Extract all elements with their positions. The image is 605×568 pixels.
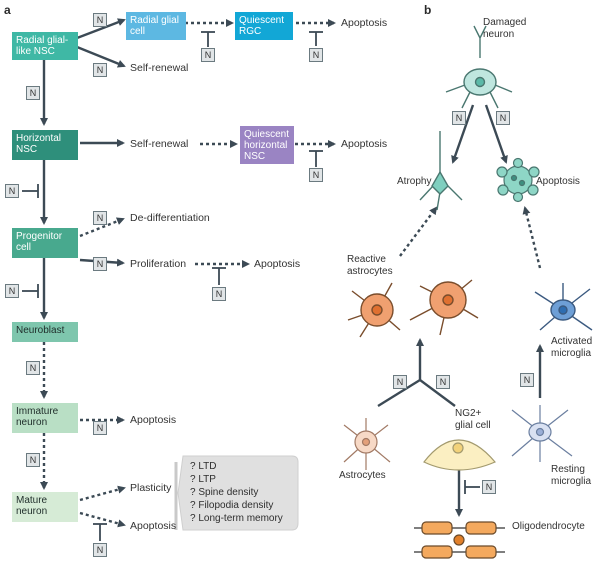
label-apoptosis-horizontal: Apoptosis: [341, 138, 388, 150]
n-marker: N: [309, 48, 323, 62]
plasticity-item-ltd: ? LTD: [190, 461, 217, 472]
n-marker: N: [26, 361, 40, 375]
dotted-reactive-to-atrophy: [399, 206, 438, 257]
n-marker: N: [436, 375, 450, 389]
label-proliferation: Proliferation: [130, 258, 187, 270]
arrow-rgl-to-radial: [76, 18, 126, 40]
box-progenitor-cell: Progenitor cell: [12, 228, 78, 258]
plasticity-item-spine-density: ? Spine density: [190, 487, 259, 498]
dotted-progenitor-to-dedifferentiation: [79, 217, 125, 238]
label-oligodendrocyte: Oligodendrocyte: [512, 521, 585, 532]
damaged-neuron-icon: [445, 25, 513, 109]
line-ng2-merge: [419, 379, 456, 407]
box-mature-neuron: Mature neuron: [12, 492, 78, 522]
n-marker: N: [93, 421, 107, 435]
ng2-glial-cell-icon: [423, 439, 496, 471]
box-neuroblast: Neuroblast: [12, 322, 78, 342]
arrow-damaged-to-atrophy: [451, 104, 475, 164]
n-marker: N: [520, 373, 534, 387]
n-marker: N: [309, 168, 323, 182]
resting-microglia-icon: [511, 405, 573, 462]
dotted-microglia-to-apoptosis: [522, 206, 542, 269]
n-marker: N: [212, 287, 226, 301]
panel-b-label: b: [424, 3, 432, 17]
n-marker: N: [93, 211, 107, 225]
arrow-rgl-to-selfrenewal: [76, 45, 126, 68]
n-marker: N: [93, 13, 107, 27]
panel-a-label: a: [4, 3, 11, 17]
astrocytes-icon: [343, 418, 391, 470]
oligodendrocyte-icon: [414, 521, 505, 559]
box-horizontal-nsc: Horizontal NSC: [12, 130, 78, 160]
n-marker: N: [26, 86, 40, 100]
label-damaged-neuron: Damaged neuron: [483, 17, 527, 40]
apoptotic-neuron-icon: [496, 157, 540, 203]
label-apoptosis-mature: Apoptosis: [130, 520, 177, 532]
reactive-astrocytes-icon: [347, 279, 479, 338]
box-radial-glial-cell: Radial glial cell: [126, 12, 186, 40]
box-immature-neuron: Immature neuron: [12, 403, 78, 433]
box-radial-glial-like-nsc: Radial glial- like NSC: [12, 32, 78, 60]
box-quiescent-rgc: Quiescent RGC: [235, 12, 293, 40]
plasticity-item-filopodia-density: ? Filopodia density: [190, 500, 274, 511]
dotted-mature-to-plasticity: [79, 485, 126, 502]
label-activated-microglia: Activated microglia: [551, 336, 593, 359]
label-astrocytes: Astrocytes: [339, 470, 386, 481]
n-marker: N: [5, 184, 19, 198]
label-self-renewal-rgl: Self-renewal: [130, 62, 189, 74]
n-marker: N: [93, 63, 107, 77]
line-astro-merge: [377, 378, 421, 408]
arrow-damaged-to-apoptosis: [484, 104, 508, 164]
n-marker: N: [5, 284, 19, 298]
box-quiescent-horizontal-nsc: Quiescent horizontal NSC: [240, 126, 294, 164]
label-self-renewal-horizontal: Self-renewal: [130, 138, 189, 150]
label-atrophy: Atrophy: [397, 176, 432, 187]
label-apoptosis-proliferation: Apoptosis: [254, 258, 301, 270]
dotted-mature-to-apoptosis: [79, 511, 126, 528]
n-marker: N: [93, 257, 107, 271]
n-marker: N: [93, 543, 107, 557]
label-ng2-glial-cell: NG2+ glial cell: [455, 408, 491, 431]
n-marker: N: [201, 48, 215, 62]
label-apoptosis-b: Apoptosis: [536, 176, 580, 187]
n-marker: N: [496, 111, 510, 125]
atrophy-neuron-icon: [419, 131, 463, 211]
label-reactive-astrocytes: Reactive astrocytes: [347, 254, 393, 277]
label-resting-microglia: Resting microglia: [551, 464, 592, 487]
n-marker: N: [452, 111, 466, 125]
activated-microglia-icon: [534, 283, 593, 331]
plasticity-bubble: [177, 455, 299, 531]
label-apoptosis-rgc: Apoptosis: [341, 17, 388, 29]
label-apoptosis-immature: Apoptosis: [130, 414, 177, 426]
plasticity-item-long-term-memory: ? Long-term memory: [190, 513, 283, 524]
plasticity-item-ltp: ? LTP: [190, 474, 216, 485]
label-plasticity: Plasticity: [130, 482, 172, 494]
label-dedifferentiation: De-differentiation: [130, 212, 210, 224]
n-marker: N: [482, 480, 496, 494]
n-marker: N: [393, 375, 407, 389]
n-marker: N: [26, 453, 40, 467]
